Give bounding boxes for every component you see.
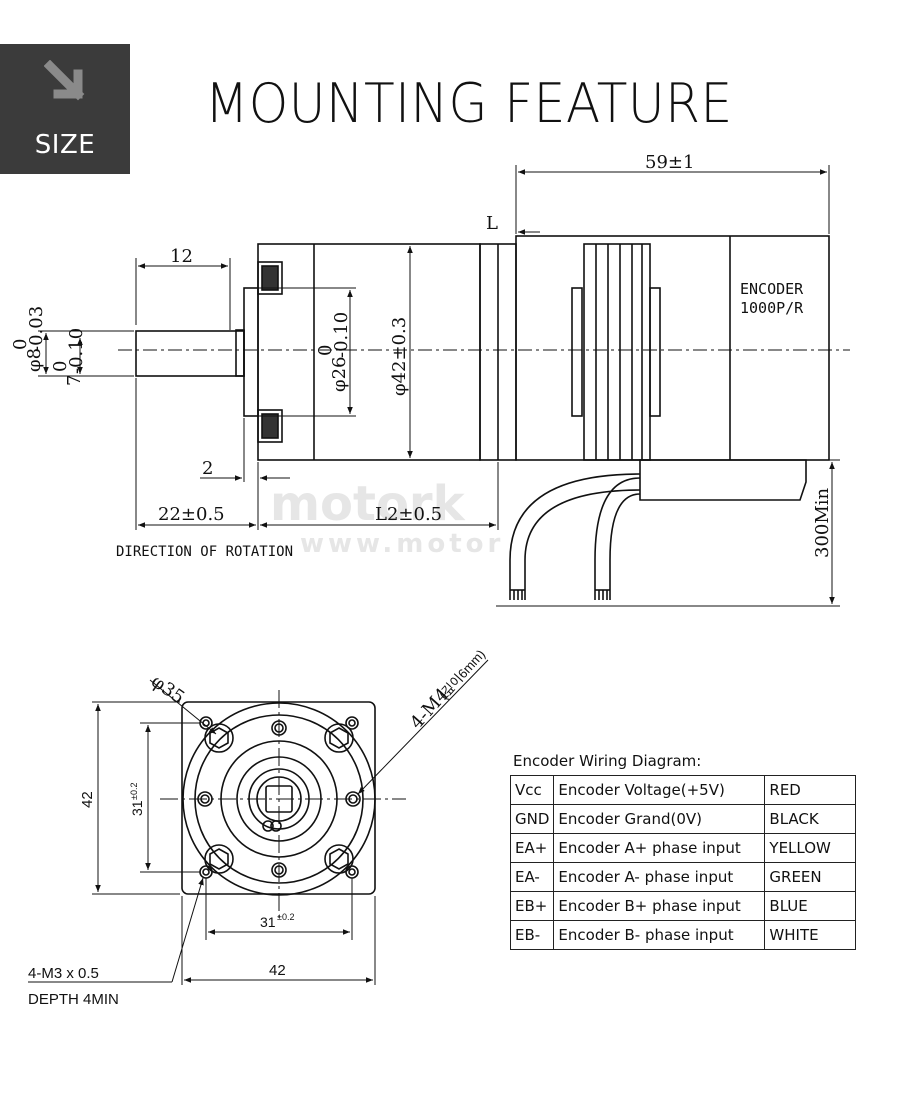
description-cell: Encoder A- phase input <box>553 862 766 892</box>
svg-text:φ35: φ35 <box>147 671 188 709</box>
description-cell: Encoder B- phase input <box>553 920 766 950</box>
wire-color-cell: WHITE <box>764 920 857 950</box>
gearbox-body <box>257 243 481 461</box>
svg-text:42: 42 <box>79 791 96 808</box>
wire-color-cell: BLACK <box>764 804 857 834</box>
cable-length-label: 300Min <box>812 487 833 558</box>
wire-color-cell: YELLOW <box>764 833 857 863</box>
shaft-length-label: 12 <box>170 246 193 267</box>
direction-label: DIRECTION OF ROTATION <box>116 544 293 560</box>
flat-dimension-label: 7 0 -0.10 <box>50 328 87 386</box>
gearbox-length-label: L2±0.5 <box>375 504 442 525</box>
pin-cell: EB- <box>509 920 555 950</box>
shaft-diameter-label: φ8 0 -0.03 <box>10 306 47 372</box>
description-cell: Encoder A+ phase input <box>553 833 766 863</box>
wire-color-cell: BLUE <box>764 891 857 921</box>
wiring-title: Encoder Wiring Diagram: <box>513 752 702 770</box>
svg-text:φ8: φ8 <box>24 348 45 372</box>
thread-label: 4-M4 (깊이6mm) <box>406 647 488 734</box>
svg-text:-0.10: -0.10 <box>66 328 87 374</box>
svg-text:www.motor: www.motor <box>300 529 504 559</box>
svg-text:-0.10: -0.10 <box>331 312 352 358</box>
encoder-label-line2: 1000P/R <box>740 299 804 317</box>
svg-text:-0.03: -0.03 <box>26 306 47 352</box>
shaft <box>135 330 245 377</box>
height-label: 42 <box>79 791 96 808</box>
body-diameter-label: φ42±0.3 <box>389 317 410 396</box>
svg-text:(깊이6mm): (깊이6mm) <box>436 647 488 703</box>
mount-holes-line2: DEPTH 4MIN <box>28 991 119 1008</box>
pitch-horizontal-tol: ±0.2 <box>277 912 294 922</box>
svg-text:φ42±0.3: φ42±0.3 <box>389 317 410 396</box>
pin-cell: EB+ <box>509 891 555 921</box>
corner-bolts <box>204 723 354 874</box>
svg-text:0: 0 <box>50 361 71 372</box>
pin-cell: EA- <box>509 862 555 892</box>
l-label: L <box>486 213 498 234</box>
width-label: 42 <box>269 962 286 979</box>
wire-color-cell: RED <box>764 775 857 805</box>
arrow-down-right-icon <box>44 60 85 101</box>
step-label: 2 <box>202 458 213 479</box>
wire-color-cell: GREEN <box>764 862 857 892</box>
front-view <box>28 659 489 985</box>
svg-text:φ26: φ26 <box>329 356 350 392</box>
svg-text:±0.2: ±0.2 <box>129 783 139 800</box>
svg-text:0: 0 <box>10 339 31 350</box>
size-badge: SIZE <box>0 44 130 174</box>
page-title: MOUNTING FEATURE <box>205 72 733 135</box>
pin-cell: Vcc <box>509 775 555 805</box>
overall-length-label: 59±1 <box>645 152 694 173</box>
size-label: SIZE <box>34 130 96 160</box>
motor-body <box>515 235 830 461</box>
encoder-label-line1: ENCODER <box>740 280 804 298</box>
svg-text:0: 0 <box>315 345 336 356</box>
description-cell: Encoder Grand(0V) <box>553 804 766 834</box>
svg-text:300Min: 300Min <box>812 487 833 558</box>
mount-holes-line1: 4-M3 x 0.5 <box>28 965 99 982</box>
pitch-horizontal-label: 31 <box>260 914 276 930</box>
pilot-diameter-label: φ26 0 -0.10 <box>315 312 352 392</box>
description-cell: Encoder B+ phase input <box>553 891 766 921</box>
front-length-label: 22±0.5 <box>158 504 225 525</box>
bolt-circle-label: φ35 <box>147 671 188 709</box>
description-cell: Encoder Voltage(+5V) <box>553 775 766 805</box>
svg-text:7: 7 <box>64 375 85 386</box>
front-view-labels: φ35 4-M4 (깊이6mm) 42 31 ±0.2 31 ±0.2 42 4… <box>28 647 488 1008</box>
svg-text:31: 31 <box>129 800 145 816</box>
pitch-vertical-label: 31 ±0.2 <box>129 783 145 816</box>
pin-cell: GND <box>509 804 555 834</box>
side-view-labels: 59±1 L 12 φ8 0 -0.03 7 0 -0.10 φ26 0 -0.… <box>10 152 833 560</box>
pin-cell: EA+ <box>509 833 555 863</box>
side-view <box>38 165 850 607</box>
